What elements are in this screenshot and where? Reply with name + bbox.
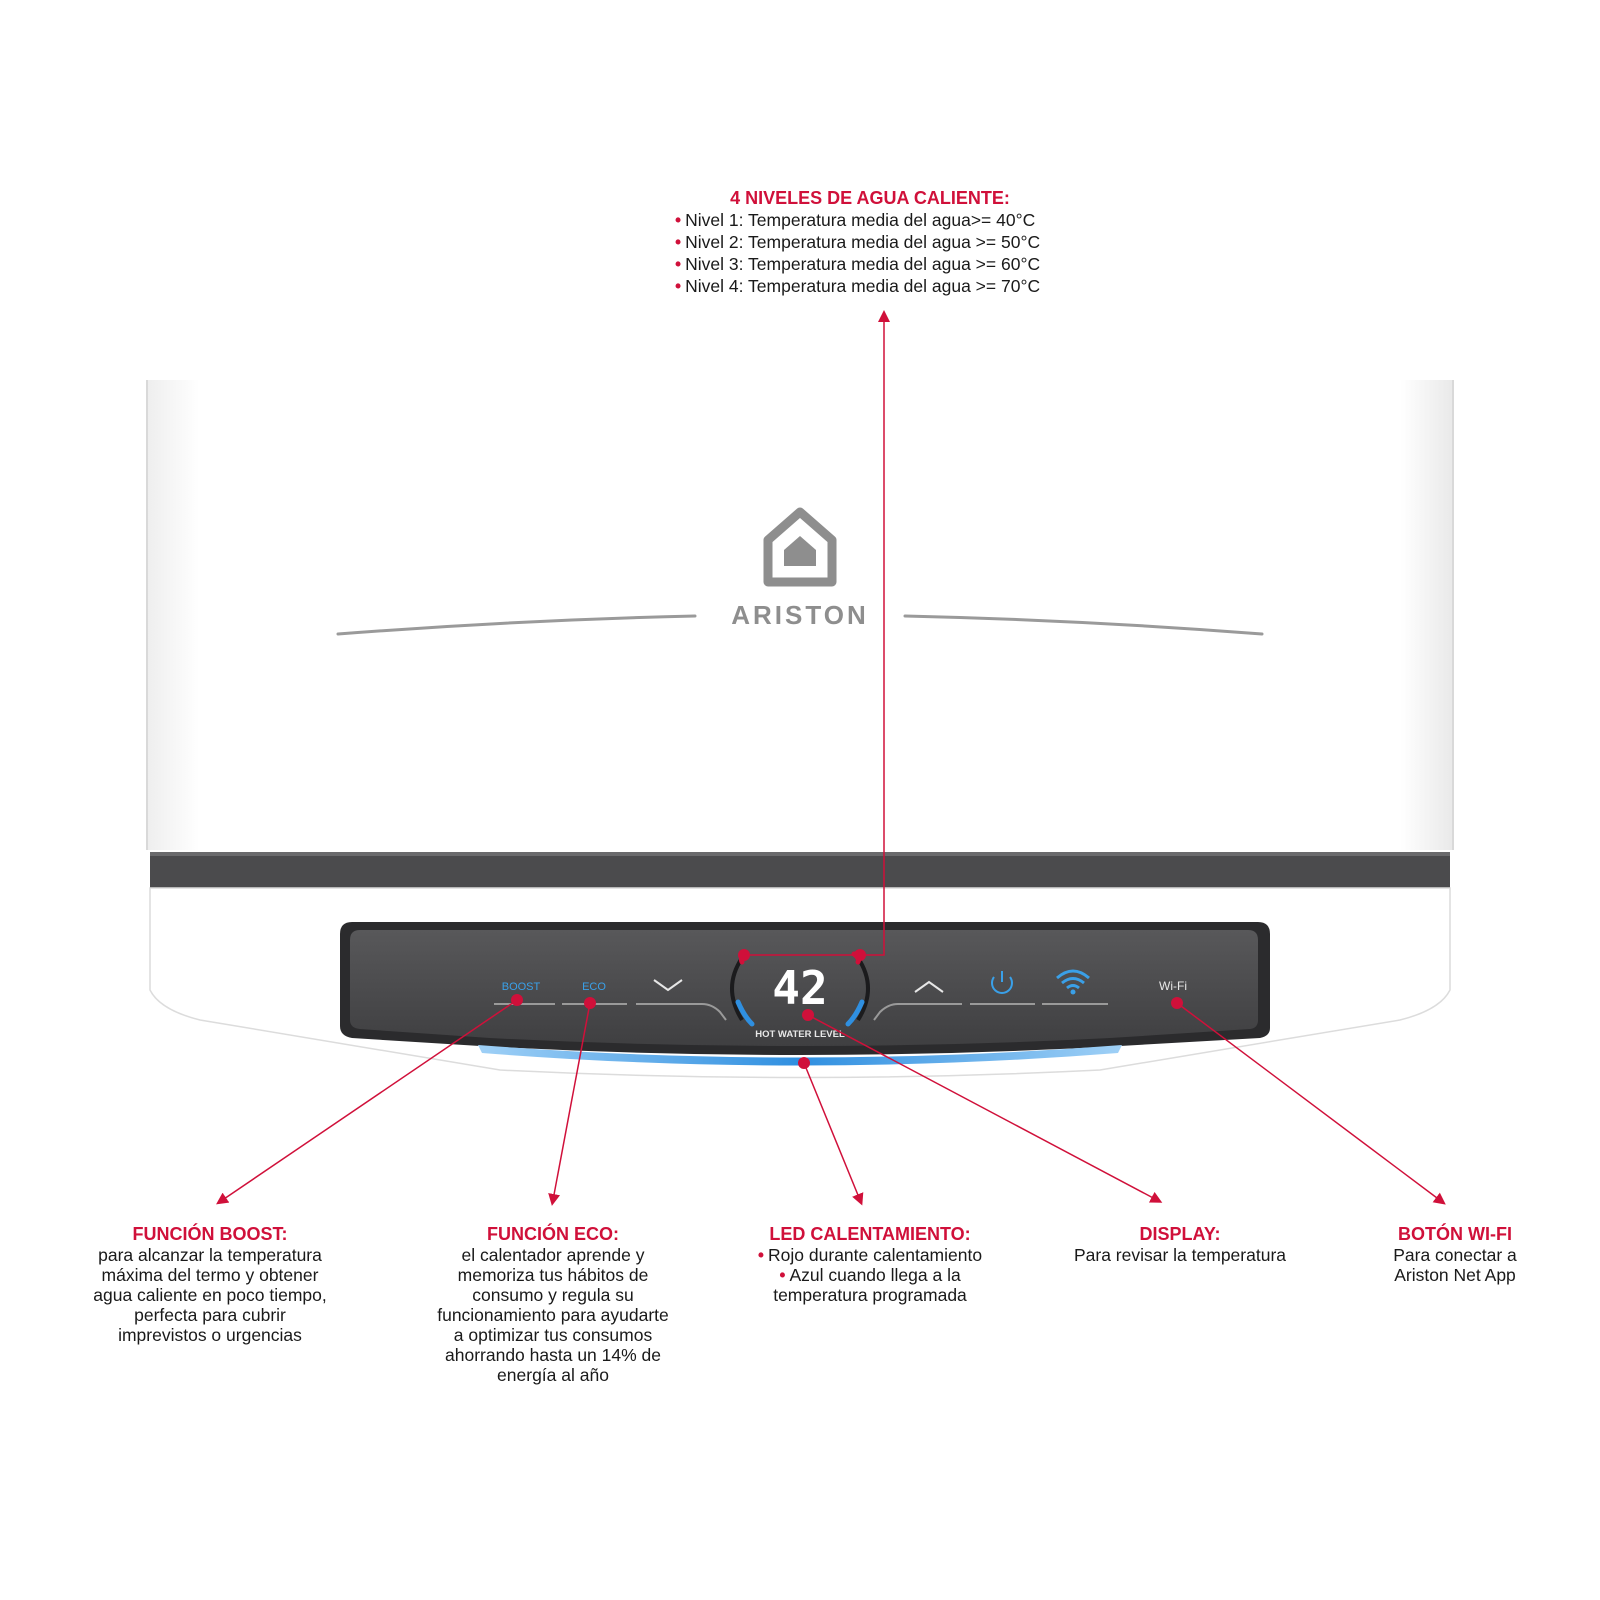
callout-boost-line: para alcanzar la temperatura <box>98 1245 322 1265</box>
arrow-levels <box>744 310 890 956</box>
callout-levels-line: •Nivel 1: Temperatura media del agua>= 4… <box>675 210 1036 230</box>
callout-eco-line: energía al año <box>497 1365 609 1385</box>
brand-name: ARISTON <box>731 600 869 630</box>
callout-led-line: •Rojo durante calentamiento <box>757 1245 983 1265</box>
arrow-boost <box>216 999 518 1205</box>
display-value: 42 <box>772 961 827 1015</box>
callout-wifi-title: BOTÓN WI-FI <box>1398 1224 1512 1244</box>
temperature-display: 42 HOT WATER LEVEL <box>730 951 870 1040</box>
eco-button[interactable]: ECO <box>582 981 606 993</box>
arrow-led <box>803 1062 864 1206</box>
callout-levels-title: 4 NIVELES DE AGUA CALIENTE: <box>730 188 1010 208</box>
power-icon[interactable] <box>991 971 1013 994</box>
callout-boost: FUNCIÓN BOOST: para alcanzar la temperat… <box>60 1224 360 1345</box>
boost-button[interactable]: BOOST <box>502 981 541 993</box>
callout-eco-line: memoriza tus hábitos de <box>457 1265 649 1285</box>
callout-levels-line: •Nivel 3: Temperatura media del agua >= … <box>675 254 1041 274</box>
callout-eco-line: funcionamiento para ayudarte <box>437 1305 669 1325</box>
ariston-logo: ARISTON <box>336 507 1264 636</box>
callout-boost-line: agua caliente en poco tiempo, <box>93 1285 327 1305</box>
arrow-display <box>807 1014 1163 1203</box>
dark-band <box>150 852 1450 888</box>
callout-wifi: BOTÓN WI-FI Para conectar a Ariston Net … <box>1350 1224 1560 1285</box>
callout-led-title: LED CALENTAMIENTO: <box>769 1224 971 1244</box>
callout-wifi-line: Para conectar a <box>1393 1245 1517 1265</box>
callout-eco-title: FUNCIÓN ECO: <box>487 1224 619 1244</box>
callout-levels-line: •Nivel 4: Temperatura media del agua >= … <box>675 276 1041 296</box>
callout-dots <box>511 949 1183 1069</box>
callout-eco-line: consumo y regula su <box>472 1285 634 1305</box>
callout-eco-line: el calentador aprende y <box>461 1245 645 1265</box>
callout-display-title: DISPLAY: <box>1139 1224 1221 1244</box>
callout-led: LED CALENTAMIENTO: •Rojo durante calenta… <box>730 1224 1010 1305</box>
callout-eco: FUNCIÓN ECO: el calentador aprende y mem… <box>403 1224 703 1385</box>
callout-wifi-line: Ariston Net App <box>1394 1265 1516 1285</box>
callout-boost-line: perfecta para cubrir <box>134 1305 286 1325</box>
up-chevron-icon[interactable] <box>914 980 944 993</box>
arrow-eco <box>548 1002 591 1206</box>
callout-eco-line: ahorrando hasta un 14% de <box>445 1345 661 1365</box>
logo-swoosh-left <box>336 614 697 636</box>
callout-display: DISPLAY: Para revisar la temperatura <box>1040 1224 1320 1265</box>
callout-boost-line: máxima del termo y obtener <box>101 1265 319 1285</box>
wifi-icon[interactable] <box>1056 969 1090 995</box>
callout-led-line: •Azul cuando llega a la <box>779 1265 961 1285</box>
callout-levels: 4 NIVELES DE AGUA CALIENTE: •Nivel 1: Te… <box>640 188 1100 297</box>
logo-swoosh-right <box>903 614 1264 636</box>
callout-eco-line: a optimizar tus consumos <box>453 1325 653 1345</box>
down-chevron-icon[interactable] <box>653 979 683 992</box>
callout-display-line: Para revisar la temperatura <box>1073 1245 1287 1265</box>
callout-levels-line: •Nivel 2: Temperatura media del agua >= … <box>675 232 1041 252</box>
display-caption: HOT WATER LEVEL <box>755 1029 845 1040</box>
callout-boost-title: FUNCIÓN BOOST: <box>132 1224 288 1244</box>
wifi-button[interactable]: Wi-Fi <box>1159 979 1187 993</box>
control-panel: BOOST ECO 42 HOT WATER LEVEL <box>340 922 1270 1066</box>
arrow-wifi <box>1176 1002 1446 1205</box>
house-logo-icon <box>763 507 837 587</box>
callout-led-line: temperatura programada <box>773 1285 967 1305</box>
led-strip <box>478 1045 1122 1066</box>
callout-arrows <box>216 310 1446 1206</box>
callout-boost-line: imprevistos o urgencias <box>118 1325 302 1345</box>
